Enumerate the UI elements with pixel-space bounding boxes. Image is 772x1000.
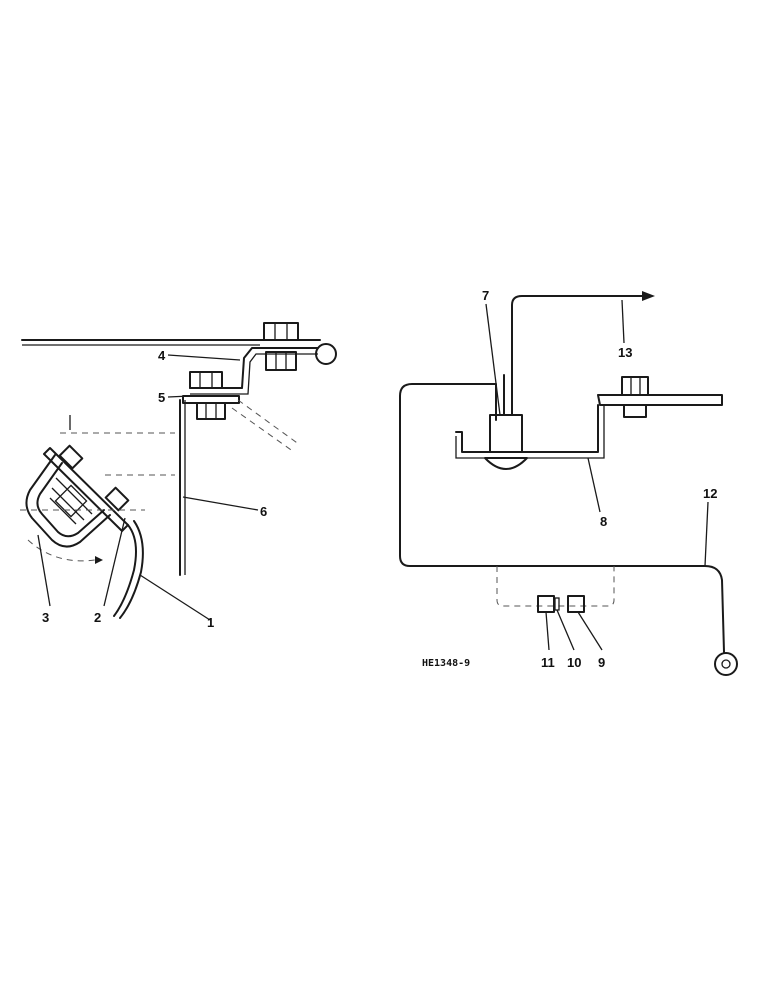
callout-9: 9 <box>598 655 605 670</box>
left-bracket-assembly <box>20 322 337 619</box>
upper-bolt <box>263 322 299 371</box>
square-bar-section <box>54 484 88 518</box>
switch-bracket <box>455 404 599 453</box>
bracket-bolt-nut <box>623 404 647 418</box>
clamp-nut-top <box>58 444 84 470</box>
spring-tine <box>113 524 137 617</box>
frame-roll <box>315 343 337 365</box>
mounting-bar <box>597 394 723 406</box>
lower-bolt <box>182 371 240 420</box>
callout-13: 13 <box>618 345 632 360</box>
lower-nut <box>196 402 226 420</box>
connector-box <box>496 566 615 607</box>
callout-7: 7 <box>482 288 489 303</box>
upper-bolt-head <box>263 322 299 341</box>
connector-10 <box>554 597 560 611</box>
ring-terminal <box>714 652 738 676</box>
callouts: 1 2 3 4 5 6 7 8 9 10 11 12 13 <box>42 288 717 670</box>
z-bracket <box>189 347 319 389</box>
switch <box>484 374 528 470</box>
leader-lines <box>37 299 709 651</box>
clamp-nut-bottom <box>104 486 130 512</box>
callout-8: 8 <box>600 514 607 529</box>
alternate-position <box>237 399 301 446</box>
rotation-arrow <box>27 539 96 562</box>
callout-6: 6 <box>260 504 267 519</box>
lower-bolt-head <box>189 371 223 389</box>
callout-5: 5 <box>158 390 165 405</box>
callout-1: 1 <box>207 615 214 630</box>
callout-2: 2 <box>94 610 101 625</box>
right-switch-assembly <box>399 291 738 676</box>
switch-nut <box>484 457 528 470</box>
connector-9 <box>567 595 585 613</box>
switch-body <box>489 414 523 453</box>
bracket-bolt-head <box>621 376 649 396</box>
washer <box>182 395 240 404</box>
wire-harness <box>399 383 725 653</box>
callout-10: 10 <box>567 655 581 670</box>
drawing-reference-code: HE1348-9 <box>422 658 470 669</box>
clamp-plate <box>43 447 129 532</box>
callout-11: 11 <box>541 655 555 670</box>
clamp-body <box>25 454 111 548</box>
callout-12: 12 <box>703 486 717 501</box>
u-clamp <box>20 444 145 564</box>
callout-3: 3 <box>42 610 49 625</box>
upper-nut <box>265 351 297 371</box>
connector-11 <box>537 595 555 613</box>
callout-4: 4 <box>158 348 166 363</box>
lead-arrow <box>642 291 655 301</box>
lead-wire-13 <box>511 295 646 416</box>
